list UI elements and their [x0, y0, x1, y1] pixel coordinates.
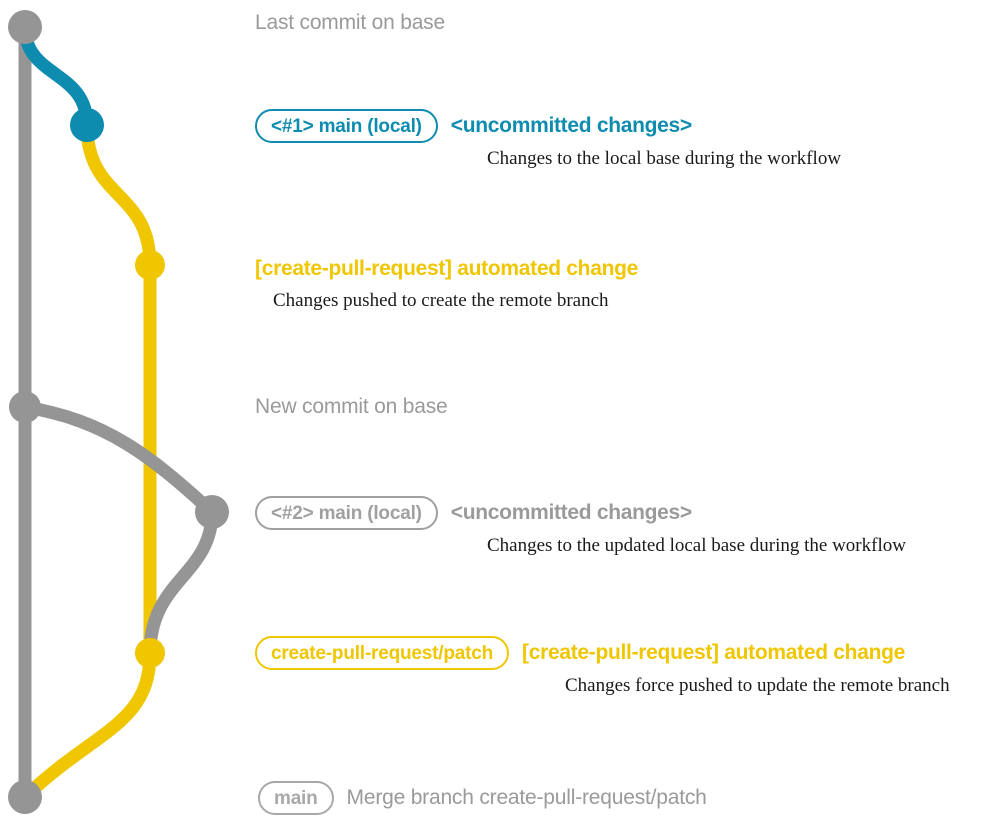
commit-entry-local-commit-2: <#2> main (local) <uncommitted changes> … [255, 496, 906, 557]
commit-dot-new-commit-on-base [9, 391, 41, 423]
commit-entry-merge-commit: main Merge branch create-pull-request/pa… [258, 781, 707, 815]
patch-lane-line [80, 118, 157, 660]
commit-dot-patch-commit-2 [135, 638, 165, 668]
second-local-merge-line [143, 505, 219, 660]
commit-description: Changes to the updated local base during… [487, 535, 906, 556]
commit-entry-last-commit-on-base: Last commit on base [255, 11, 445, 35]
branch-badge-main[interactable]: main [258, 781, 334, 815]
commit-dot-local-commit-2 [195, 495, 229, 529]
commit-description: Changes force pushed to update the remot… [565, 675, 950, 696]
branch-badge-main-local-2[interactable]: <#2> main (local) [255, 496, 438, 530]
commit-entry-patch-commit-1: [create-pull-request] automated change C… [255, 252, 638, 312]
commit-subject: [create-pull-request] automated change [255, 257, 639, 280]
commit-dot-last-commit-on-base [8, 10, 42, 44]
commit-description: Changes to the local base during the wor… [487, 148, 842, 169]
branch-badge-main-local-1[interactable]: <#1> main (local) [255, 109, 438, 143]
commit-subject: <uncommitted changes> [450, 501, 692, 524]
commit-description: Changes pushed to create the remote bran… [273, 290, 609, 311]
second-local-branch-line [18, 400, 219, 519]
local-branch-line [18, 20, 94, 132]
branch-badge-create-pull-request-patch[interactable]: create-pull-request/patch [255, 636, 509, 670]
commit-dot-local-commit-1 [70, 108, 104, 142]
commit-subject: Merge branch create-pull-request/patch [346, 786, 707, 809]
commit-subject: New commit on base [255, 395, 448, 418]
commit-subject: [create-pull-request] automated change [522, 641, 906, 664]
commit-subject: Last commit on base [255, 11, 445, 34]
patch-merge-line [18, 646, 157, 804]
commit-subject: <uncommitted changes> [450, 114, 692, 137]
commit-dot-merge-commit [8, 780, 42, 814]
commit-entry-local-commit-1: <#1> main (local) <uncommitted changes> … [255, 109, 841, 170]
commit-entry-patch-commit-2: create-pull-request/patch [create-pull-r… [255, 636, 950, 697]
commit-entry-new-commit-on-base: New commit on base [255, 395, 448, 419]
commit-dot-patch-commit-1 [135, 250, 165, 280]
